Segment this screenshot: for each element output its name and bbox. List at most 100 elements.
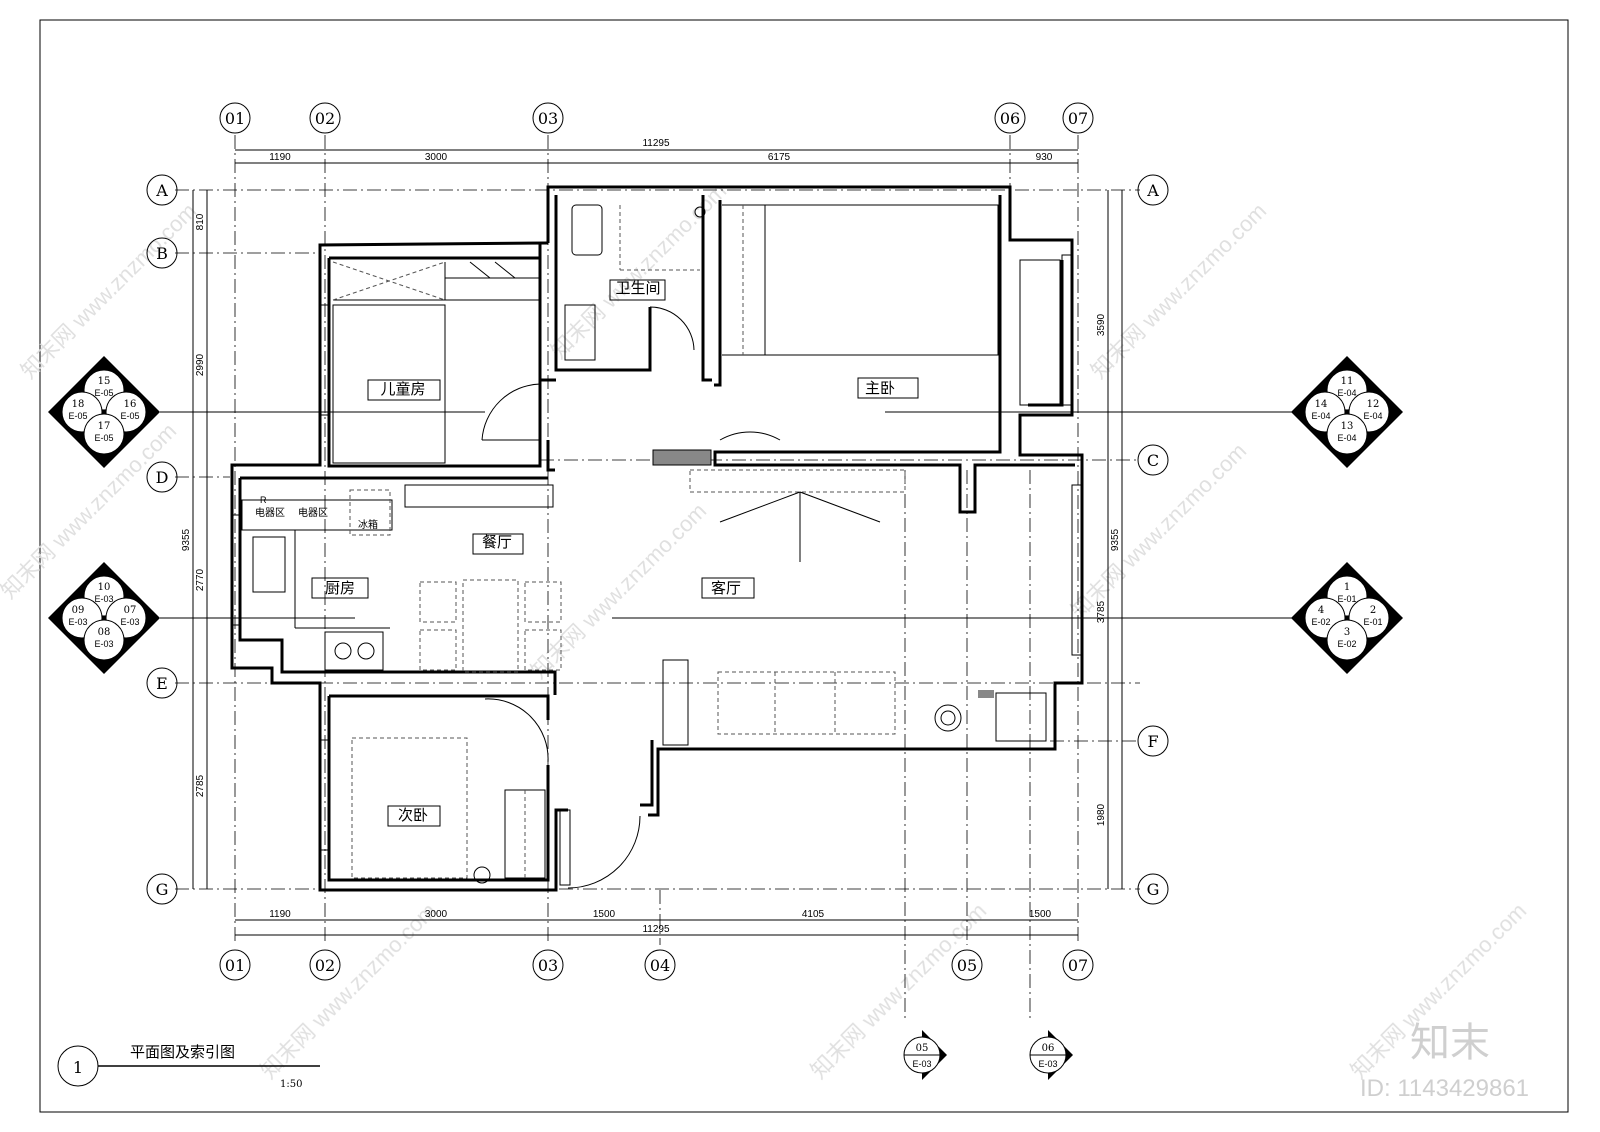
svg-text:E-03: E-03 [94,639,113,649]
grid-bubbles-top: 01 02 03 06 07 [219,102,1094,134]
grid-label: 02 [315,109,335,128]
svg-text:E-05: E-05 [94,433,113,443]
dimension-label: 2785 [195,774,206,797]
grid-label: G [156,880,169,899]
drawing-scale: 1:50 [280,1079,302,1090]
dimension-label: 3590 [1096,313,1107,336]
svg-text:08: 08 [98,627,111,638]
svg-text:E-02: E-02 [1337,639,1356,649]
brand-watermark: 知末 ID: 1143429861 [1360,1020,1529,1102]
svg-text:15: 15 [98,376,111,387]
svg-text:3: 3 [1344,627,1350,638]
section-marker-06: 06 E-03 [1029,1030,1073,1080]
svg-text:E-04: E-04 [1363,411,1382,421]
dimension-label: 3000 [425,909,448,920]
dimension-label: 3785 [1096,600,1107,623]
appliance-zone-label: 电器区 [255,506,285,519]
grid-label: 02 [315,956,335,975]
svg-text:E-03: E-03 [1038,1059,1057,1069]
children-room-furniture [332,261,540,464]
grid-label: A [155,181,168,200]
dimension-label: 4105 [802,909,825,920]
index-symbol-left-mid: 10E-03 09E-03 07E-03 08E-03 [48,562,160,674]
watermark-text: 知末网 www.znzmo.com [256,898,441,1083]
svg-text:09: 09 [72,605,85,616]
dimension-label: 930 [1036,152,1053,163]
dimension-label: 9355 [1110,528,1121,551]
watermark-layer: 知末网 www.znzmo.com 知末网 www.znzmo.com 知末网 … [0,178,1531,1083]
dimensions-top: 11295 1190 3000 6175 930 [235,138,1078,164]
room-label-kitchen: 厨房 [325,579,355,597]
dimension-label: 3000 [425,152,448,163]
svg-text:18: 18 [72,399,85,410]
dimension-label: 810 [195,213,206,230]
room-labels: 儿童房 卫生间 主卧 餐厅 厨房 客厅 次卧 电器区 电器区 冰箱 R [255,279,919,827]
svg-text:E-05: E-05 [68,411,87,421]
dimension-label: 11295 [642,924,670,935]
master-bedroom-furniture [722,204,1061,406]
dimension-label: 6175 [768,152,791,163]
exterior-walls [230,185,1084,892]
brand-logo: 知末 [1410,1020,1490,1066]
room-label-master: 主卧 [865,379,895,397]
grid-bubbles-left: A B D E G [146,174,178,905]
watermark-text: 知末网 www.znzmo.com [1086,198,1271,383]
svg-text:E-05: E-05 [94,388,113,398]
fridge-label: 冰箱 [358,518,378,531]
room-label-living: 客厅 [711,579,741,597]
dimension-label: 11295 [642,138,670,149]
dimension-label: 1980 [1096,803,1107,826]
grid-label: B [156,244,168,263]
grid-label: 01 [225,109,245,128]
grid-label: 03 [538,956,558,975]
room-label-bathroom: 卫生间 [615,279,660,297]
dimensions-right: 3590 3785 1980 9355 [1096,190,1123,889]
svg-text:2: 2 [1370,605,1376,616]
sheet-border [39,19,1569,1113]
svg-text:E-01: E-01 [1337,594,1356,604]
appliance-zone-label: 电器区 [298,506,328,519]
svg-text:05: 05 [916,1043,929,1054]
grid-label: F [1147,732,1158,751]
grid-label: 04 [650,956,670,975]
svg-text:10: 10 [98,582,111,593]
dimension-label: 1190 [269,909,291,920]
drawing-name: 平面图及索引图 [130,1043,235,1061]
svg-text:E-02: E-02 [1311,617,1330,627]
svg-text:E-03: E-03 [68,617,87,627]
doors [481,306,781,889]
index-symbol-right-mid: 1E-01 4E-02 2E-01 3E-02 [1291,562,1403,674]
grid-label: G [1147,880,1160,899]
dimensions-bottom: 1190 3000 1500 4105 1500 11295 [235,909,1078,936]
dimensions-left: 810 2990 2770 2785 9355 [181,190,208,889]
r-label: R [260,495,267,505]
kitchen-dining-furniture [241,484,562,673]
svg-text:E-04: E-04 [1337,388,1356,398]
svg-text:17: 17 [98,421,111,432]
svg-text:E-01: E-01 [1363,617,1382,627]
svg-text:E-04: E-04 [1337,433,1356,443]
grid-label: 05 [957,956,977,975]
drawing-title: 1 平面图及索引图 1:50 [57,1043,320,1090]
svg-text:4: 4 [1318,605,1324,616]
room-label-dining: 餐厅 [482,533,512,551]
drawing-number: 1 [73,1058,83,1077]
index-symbol-right-top: 11E-04 14E-04 12E-04 13E-04 [1291,356,1403,468]
svg-text:14: 14 [1315,399,1328,410]
dimension-label: 1500 [593,909,616,920]
grid-label: A [1146,181,1159,200]
windows [231,254,1083,886]
grid-label: 07 [1068,109,1088,128]
dimension-label: 1190 [269,152,291,163]
grid-label: D [156,468,169,487]
watermark-text: 知末网 www.znzmo.com [806,898,991,1083]
svg-text:07: 07 [124,605,137,616]
grid-bubbles-right: A C F G [1137,174,1169,905]
svg-text:06: 06 [1042,1043,1055,1054]
svg-text:12: 12 [1367,399,1380,410]
grid-label: 01 [225,956,245,975]
watermark-text: 知末网 www.znzmo.com [526,498,711,683]
index-lines [160,411,1295,619]
room-label-second-bedroom: 次卧 [398,806,428,824]
